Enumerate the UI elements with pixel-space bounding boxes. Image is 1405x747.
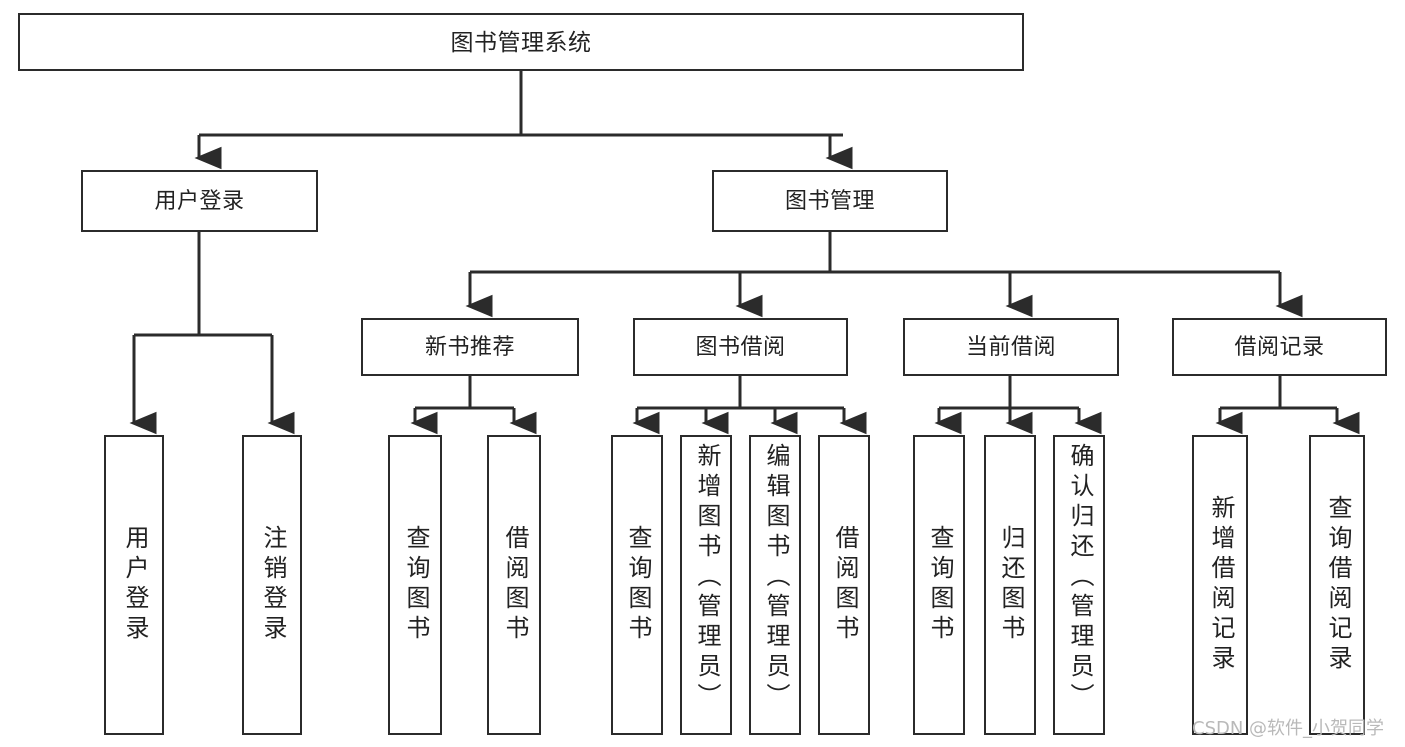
node-leaf-borrow-book-label: 借阅图书 [831, 525, 858, 645]
node-leaf-confirm-return-label: 确认归还（管理员） [1066, 443, 1093, 713]
node-leaf-query-record-label: 查询借阅记录 [1324, 495, 1351, 675]
node-book-manage[interactable]: 图书管理 [712, 170, 948, 232]
node-leaf-user-login-label: 用户登录 [121, 525, 148, 645]
node-leaf-edit-book-label: 编辑图书（管理员） [762, 443, 789, 713]
node-leaf-return-book[interactable]: 归还图书 [984, 435, 1036, 735]
csdn-watermark: CSDN @软件_小贺同学 [1192, 718, 1385, 739]
node-user-login-label: 用户登录 [154, 188, 245, 214]
node-user-login[interactable]: 用户登录 [81, 170, 318, 232]
node-leaf-add-book-label: 新增图书（管理员） [693, 443, 720, 713]
node-new-book-rec-label: 新书推荐 [424, 334, 515, 360]
node-leaf-query-book-rec-label: 查询图书 [402, 525, 429, 645]
node-leaf-logout[interactable]: 注销登录 [242, 435, 302, 735]
node-borrow-record-label: 借阅记录 [1234, 334, 1325, 360]
node-leaf-borrow-book-rec[interactable]: 借阅图书 [487, 435, 541, 735]
node-current-borrow-label: 当前借阅 [965, 334, 1056, 360]
node-leaf-query-book-borrow-label: 查询图书 [624, 525, 651, 645]
node-leaf-logout-label: 注销登录 [259, 525, 286, 645]
node-leaf-add-book[interactable]: 新增图书（管理员） [680, 435, 732, 735]
node-leaf-add-record-label: 新增借阅记录 [1207, 495, 1234, 675]
node-borrow-record[interactable]: 借阅记录 [1172, 318, 1387, 376]
node-leaf-add-record[interactable]: 新增借阅记录 [1192, 435, 1248, 735]
node-new-book-rec[interactable]: 新书推荐 [361, 318, 579, 376]
node-leaf-borrow-book-rec-label: 借阅图书 [501, 525, 528, 645]
node-leaf-query-book-cur[interactable]: 查询图书 [913, 435, 965, 735]
node-leaf-return-book-label: 归还图书 [997, 525, 1024, 645]
node-book-borrow-label: 图书借阅 [695, 334, 786, 360]
node-leaf-edit-book[interactable]: 编辑图书（管理员） [749, 435, 801, 735]
node-leaf-query-book-borrow[interactable]: 查询图书 [611, 435, 663, 735]
node-root-label: 图书管理系统 [450, 28, 592, 55]
node-leaf-user-login[interactable]: 用户登录 [104, 435, 164, 735]
node-book-manage-label: 图书管理 [784, 188, 875, 214]
node-leaf-query-book-cur-label: 查询图书 [926, 525, 953, 645]
node-leaf-borrow-book[interactable]: 借阅图书 [818, 435, 870, 735]
node-leaf-query-book-rec[interactable]: 查询图书 [388, 435, 442, 735]
node-leaf-confirm-return[interactable]: 确认归还（管理员） [1053, 435, 1105, 735]
node-root[interactable]: 图书管理系统 [18, 13, 1024, 71]
node-current-borrow[interactable]: 当前借阅 [903, 318, 1119, 376]
node-book-borrow[interactable]: 图书借阅 [633, 318, 848, 376]
node-leaf-query-record[interactable]: 查询借阅记录 [1309, 435, 1365, 735]
